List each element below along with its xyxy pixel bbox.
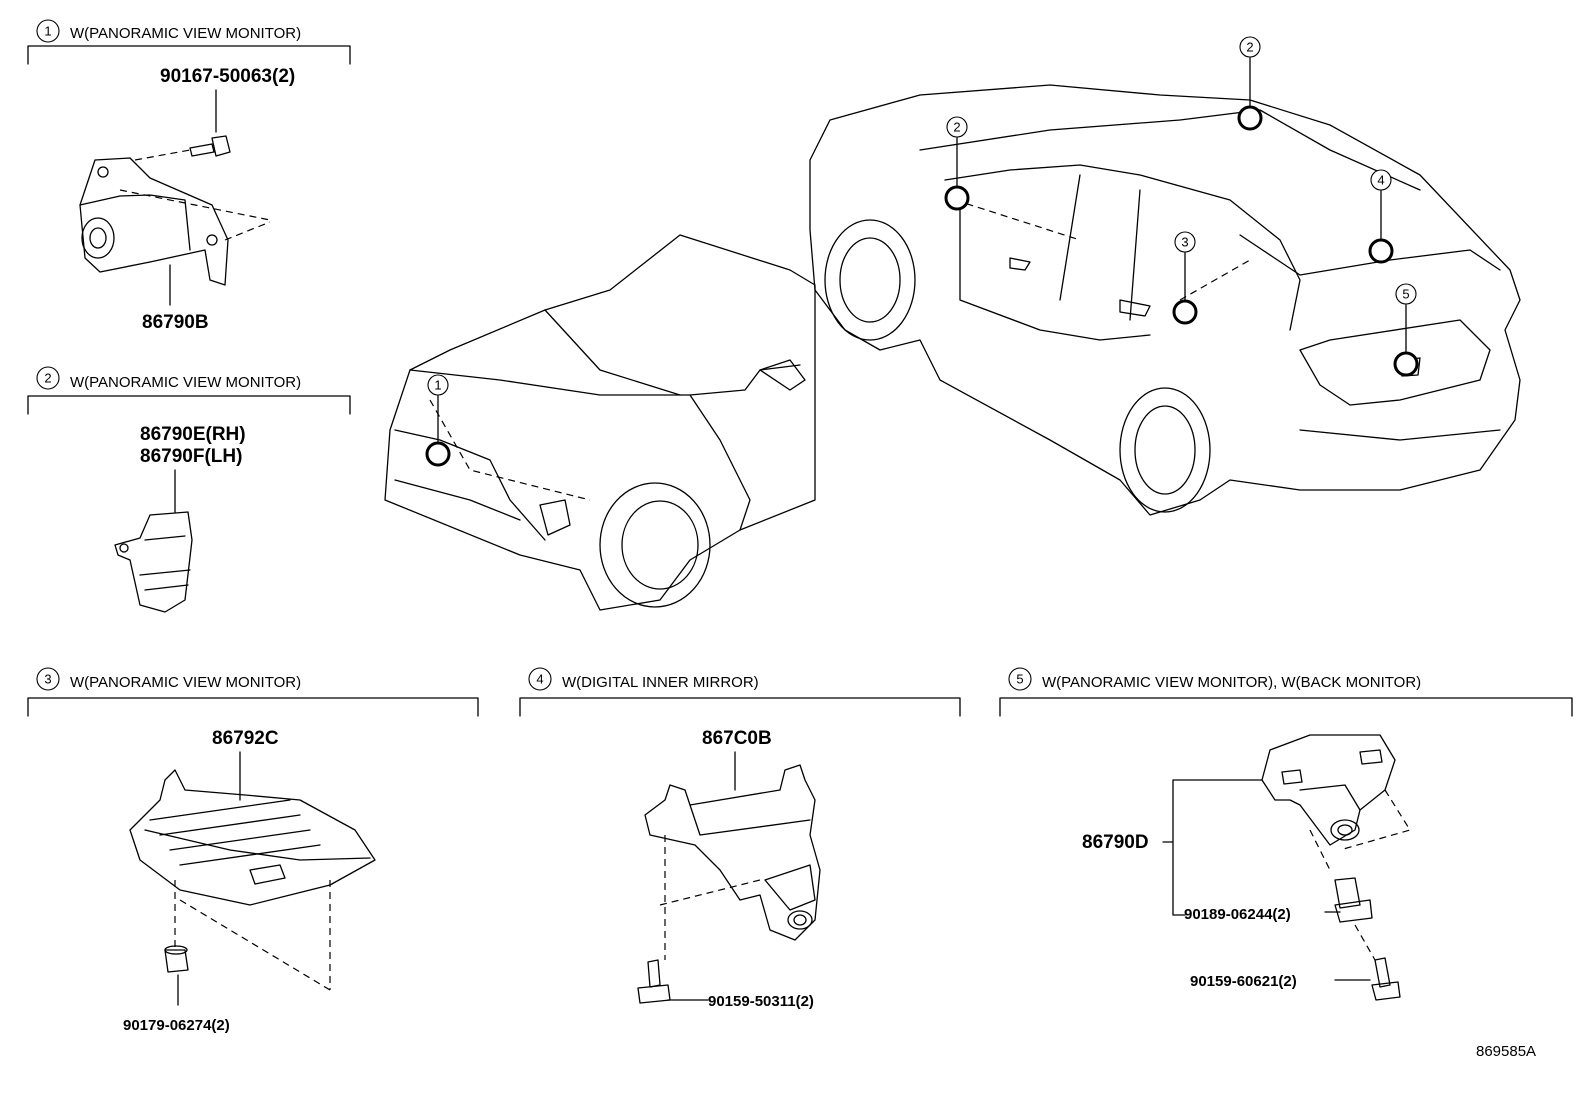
part-label-90179-06274: 90179-06274(2)	[123, 1017, 230, 1034]
front-camera-hotspot	[425, 441, 451, 467]
clip-icon	[1334, 877, 1373, 923]
roof-camera-hotspot	[1237, 105, 1263, 131]
part-label-86790d: 86790D	[1082, 832, 1149, 853]
part-label-86792c: 86792C	[212, 728, 279, 749]
part-label-90189-06244: 90189-06244(2)	[1184, 906, 1291, 923]
section-5-title: W(PANORAMIC VIEW MONITOR), W(BACK MONITO…	[1042, 674, 1421, 691]
section-2-title: W(PANORAMIC VIEW MONITOR)	[70, 374, 301, 391]
part-label-86790b: 86790B	[142, 312, 209, 333]
back-camera-callout-number: 5	[1402, 287, 1409, 302]
section-1-title: W(PANORAMIC VIEW MONITOR)	[70, 25, 301, 42]
section-5: 5 W(PANORAMIC VIEW MONITOR), W(BACK MONI…	[999, 667, 1573, 1001]
section-2-number: 2	[44, 371, 51, 386]
section-5-bracket	[999, 697, 1573, 717]
diagram-code: 869585A	[1476, 1043, 1536, 1060]
front-vehicle-drawing	[384, 234, 816, 611]
part-label-90167-50063: 90167-50063(2)	[160, 66, 295, 87]
section-3: 3 W(PANORAMIC VIEW MONITOR) 86792C 90179…	[27, 667, 479, 1034]
rear-window-callout-number: 4	[1377, 173, 1384, 188]
rear-vehicle-drawing	[809, 84, 1521, 516]
part-label-86790e-rh: 86790E(RH)	[140, 424, 246, 445]
section-4-title: W(DIGITAL INNER MIRROR)	[562, 674, 759, 691]
section-5-number: 5	[1016, 672, 1023, 687]
section-3-number: 3	[44, 672, 51, 687]
nut-icon	[164, 945, 189, 973]
section-1: 1 W(PANORAMIC VIEW MONITOR) 90167-50063(…	[27, 19, 351, 333]
section-1-number: 1	[44, 24, 51, 39]
section-4-bracket	[519, 697, 961, 717]
section-4: 4 W(DIGITAL INNER MIRROR) 867C0B 90159-5…	[519, 667, 961, 1010]
mirror-camera-bracket-drawing	[644, 764, 821, 941]
section-4-number: 4	[536, 672, 543, 687]
side-callout-number: 2	[953, 120, 960, 135]
side-camera-hotspot	[944, 185, 970, 211]
section-2: 2 W(PANORAMIC VIEW MONITOR) 86790E(RH) 8…	[27, 366, 351, 613]
section-1-bracket	[27, 45, 351, 65]
part-label-867c0b: 867C0B	[702, 728, 772, 749]
rear-window-camera-hotspot	[1368, 238, 1394, 264]
part-label-90159-50311: 90159-50311(2)	[708, 993, 814, 1010]
part-label-90159-60621: 90159-60621(2)	[1190, 973, 1297, 990]
screw-icon	[1371, 957, 1401, 1001]
back-camera-hotspot	[1393, 351, 1419, 377]
pillar-ecu-hotspot	[1172, 299, 1198, 325]
back-camera-drawing	[1261, 734, 1396, 846]
section-3-bracket	[27, 697, 479, 717]
roof-callout-number: 2	[1246, 40, 1253, 55]
section-2-bracket	[27, 395, 351, 415]
part-label-86790f-lh: 86790F(LH)	[140, 446, 242, 467]
screw-icon	[637, 959, 671, 1004]
section-3-title: W(PANORAMIC VIEW MONITOR)	[70, 674, 301, 691]
ecu-module-drawing	[129, 769, 376, 906]
front-callout-number: 1	[434, 378, 441, 393]
bolt-icon	[189, 135, 231, 157]
pillar-callout-number: 3	[1181, 235, 1188, 250]
mirror-camera-drawing	[114, 511, 193, 613]
side-camera-86790b-drawing	[79, 157, 229, 286]
